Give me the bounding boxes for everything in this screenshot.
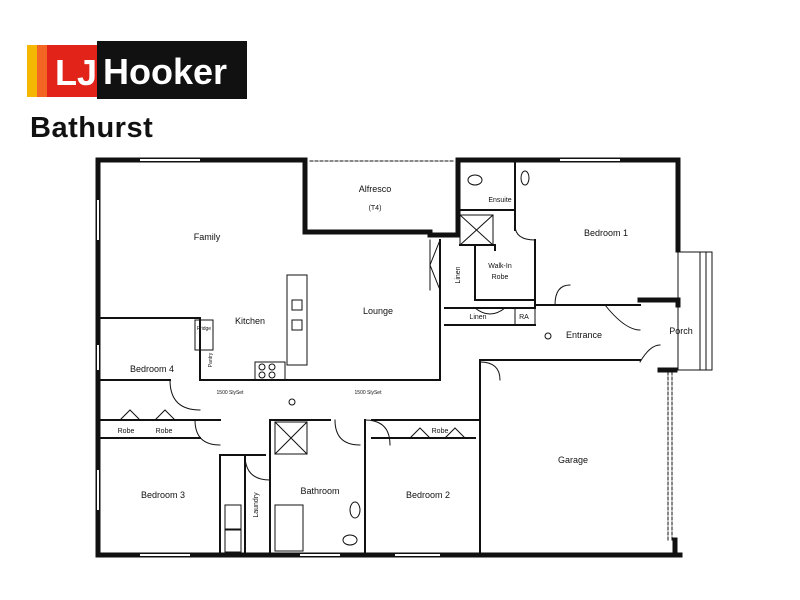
room-robe-c: Robe [432, 428, 449, 435]
lj-hooker-logo: LJ Hooker [27, 41, 247, 99]
wet-area-fixtures [224, 170, 536, 553]
room-robe-b: Robe [156, 428, 173, 435]
fridge-label: Fridge [197, 326, 211, 332]
room-linen-vertical: Linen [455, 266, 462, 283]
logo-mark: LJ [55, 52, 97, 93]
interior-walls [99, 159, 641, 556]
window-lines [95, 157, 620, 558]
sliding-door-a: 1500 SlySet [217, 390, 245, 396]
room-family: Family [194, 232, 221, 242]
room-bedroom-3: Bedroom 3 [141, 490, 185, 500]
door-swings [119, 224, 661, 481]
room-bedroom-2: Bedroom 2 [406, 490, 450, 500]
kitchen-bench [194, 274, 308, 381]
room-laundry: Laundry [253, 492, 260, 518]
room-alfresco: Alfresco [359, 184, 392, 194]
room-porch: Porch [669, 326, 693, 336]
office-name: Bathurst [30, 112, 154, 144]
hallway-marker [288, 398, 296, 406]
room-kitchen: Kitchen [235, 316, 265, 326]
window-gaps [97, 159, 620, 556]
alfresco-note: (T4) [369, 205, 382, 212]
room-walk-in-robe: Robe [492, 274, 509, 281]
logo-red-block [47, 45, 97, 97]
entrance-marker [544, 332, 552, 340]
room-garage: Garage [558, 455, 588, 465]
logo-black-block [97, 41, 247, 99]
room-ra: RA [519, 314, 529, 321]
exterior-walls [95, 157, 683, 558]
room-robe-a: Robe [118, 428, 135, 435]
room-ensuite: Ensuite [488, 197, 511, 204]
porch-outline [677, 251, 713, 371]
room-entrance: Entrance [566, 330, 602, 340]
room-bedroom-1: Bedroom 1 [584, 228, 628, 238]
room-bathroom: Bathroom [300, 486, 339, 496]
sliding-door-b: 1500 SlySet [355, 390, 383, 396]
room-bedroom-4: Bedroom 4 [130, 364, 174, 374]
room-walk-in: Walk-In [488, 263, 512, 270]
room-linen: Linen [469, 314, 486, 321]
pantry-label: Pantry [208, 352, 214, 367]
logo-name: Hooker [103, 51, 227, 92]
room-lounge: Lounge [363, 306, 393, 316]
